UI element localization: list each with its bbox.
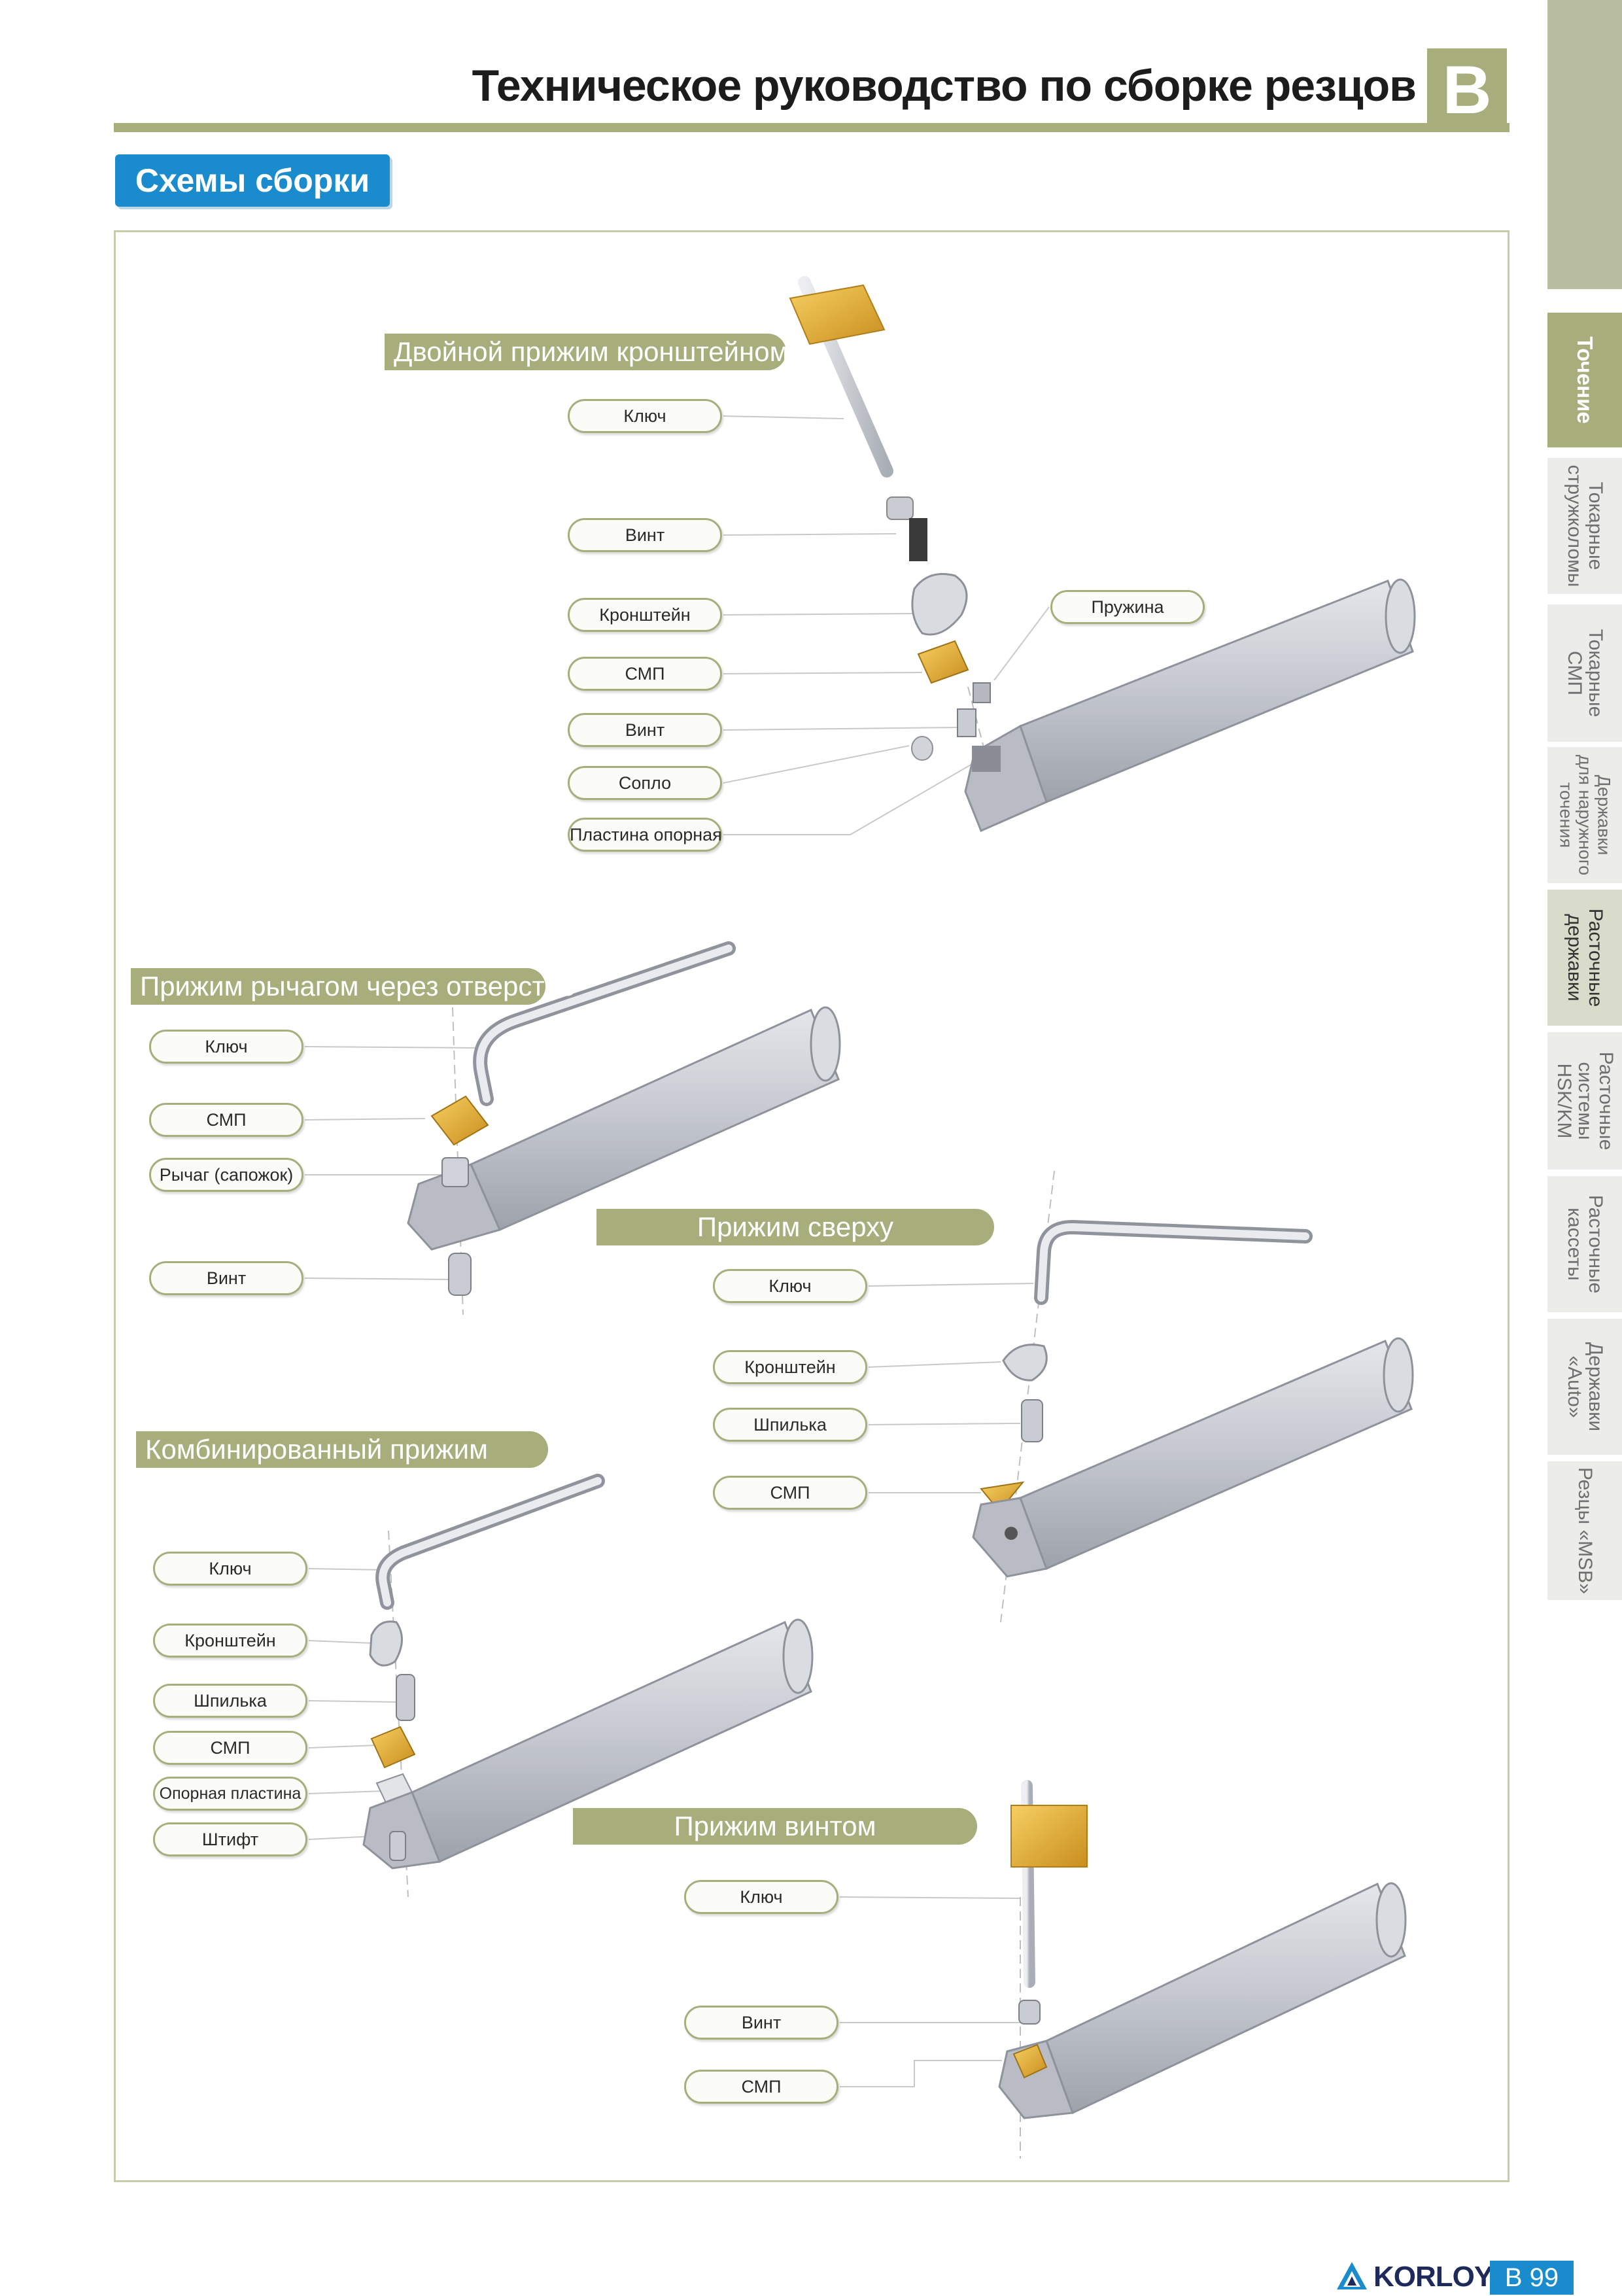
part-label: Шпилька	[713, 1408, 867, 1442]
side-tab-label: Державки «Auto»	[1564, 1342, 1606, 1432]
boring-bar-icon	[998, 1882, 1407, 2119]
part-label: СМП	[153, 1731, 307, 1765]
part-label: Кронштейн	[153, 1624, 307, 1658]
insert-icon	[430, 1095, 489, 1146]
side-tab-msb-tools[interactable]: Резцы «MSB»	[1547, 1461, 1622, 1600]
side-tab-label: Резцы «MSB»	[1574, 1467, 1596, 1594]
leader-lines	[304, 415, 1050, 2087]
part-label: Винт	[568, 518, 722, 552]
part-label: Штифт	[153, 1822, 307, 1856]
group-title-screw-clamp: Прижим винтом	[573, 1808, 977, 1845]
part-label: Кронштейн	[713, 1350, 867, 1384]
part-label: Винт	[149, 1261, 303, 1295]
combined-clamp-assembly	[362, 1474, 814, 1870]
diagram-frame	[114, 230, 1510, 2182]
side-tab-label: Расточные державки	[1564, 908, 1606, 1007]
boring-bar-icon	[407, 1006, 841, 1251]
part-label: СМП	[149, 1103, 303, 1137]
insert-icon	[917, 640, 969, 684]
insert-icon	[1012, 2044, 1048, 2079]
part-label: Рычаг (сапожок)	[149, 1158, 303, 1192]
side-tab-boring-bars[interactable]: Расточные державки	[1547, 890, 1622, 1026]
brand-name: KORLOY	[1373, 2261, 1493, 2293]
part-label: СМП	[684, 2070, 838, 2104]
screw-icon	[1018, 2000, 1041, 2025]
side-tab-cartridges[interactable]: Расточные кассеты	[1547, 1176, 1622, 1312]
part-label: СМП	[568, 657, 722, 691]
group-title-lever-clamp: Прижим рычагом через отверстие	[131, 968, 575, 1005]
part-label: Ключ	[684, 1880, 838, 1914]
insert-icon	[980, 1481, 1025, 1512]
side-tab-external-holders[interactable]: Державки для наружного точения	[1547, 747, 1622, 883]
part-label: Ключ	[568, 399, 722, 433]
top-clamp-assembly	[972, 1219, 1414, 1578]
side-tab-auto-holders[interactable]: Державки «Auto»	[1547, 1319, 1622, 1455]
part-label: Шпилька	[153, 1684, 307, 1718]
side-tab-chipbreakers[interactable]: Токарные стружколомы	[1547, 458, 1622, 594]
part-label: Винт	[568, 713, 722, 747]
section-tag: Схемы сборки	[115, 154, 390, 207]
part-label: Пружина	[1050, 590, 1205, 624]
side-tab-spacer	[1547, 0, 1622, 289]
clamp-icon	[369, 1620, 403, 1667]
t-wrench-icon	[789, 276, 893, 478]
side-tab-inserts[interactable]: Токарные СМП	[1547, 604, 1622, 742]
page-number: B 99	[1490, 2261, 1574, 2295]
side-tab-turning[interactable]: Точение	[1547, 313, 1622, 447]
insert-icon	[370, 1726, 416, 1769]
part-label: Опорная пластина	[153, 1777, 307, 1811]
t-wrench-icon	[1010, 1780, 1088, 1988]
part-label: Ключ	[149, 1030, 303, 1064]
side-tab-label: Точение	[1573, 336, 1597, 424]
part-label: Кронштейн	[568, 598, 722, 632]
group-title-top-clamp: Прижим сверху	[596, 1209, 994, 1245]
boring-bar-icon	[964, 578, 1416, 832]
clamp-icon	[1002, 1344, 1048, 1382]
screw-icon	[448, 1253, 472, 1296]
korloy-logo-icon	[1337, 2262, 1367, 2289]
side-tab-label: Токарные стружколомы	[1564, 464, 1606, 587]
side-tab-label: Расточные кассеты	[1564, 1194, 1606, 1294]
section-letter-badge: B	[1427, 48, 1507, 132]
side-tab-boring-systems[interactable]: Расточные системы HSK/KM	[1547, 1032, 1622, 1170]
part-label: Пластина опорная	[568, 818, 722, 852]
boring-bar-icon	[362, 1618, 814, 1870]
group-title-double-clamp: Двойной прижим кронштейном	[385, 334, 788, 370]
double-clamp-assembly	[789, 276, 1416, 832]
side-tab-label: Токарные СМП	[1564, 629, 1606, 718]
part-label: Ключ	[713, 1269, 867, 1303]
screw-clamp-assembly	[998, 1780, 1407, 2119]
part-label: Ключ	[153, 1552, 307, 1586]
group-title-combined-clamp: Комбинированный прижим	[136, 1431, 548, 1468]
page-title: Техническое руководство по сборке резцов	[472, 61, 1417, 111]
part-label: СМП	[713, 1476, 867, 1510]
side-tab-label: Расточные системы HSK/KM	[1553, 1051, 1617, 1151]
brand-logo: KORLOY	[1334, 2258, 1493, 2296]
hex-key-icon	[375, 1474, 605, 1610]
clamp-icon	[911, 573, 968, 636]
side-tab-label: Державки для наружного точения	[1556, 754, 1614, 876]
part-label: Винт	[684, 2006, 838, 2040]
screw-icon	[886, 496, 927, 561]
part-label: Сопло	[568, 766, 722, 800]
title-rule	[114, 123, 1510, 132]
lever-clamp-assembly	[407, 941, 841, 1296]
boring-bar-icon	[972, 1337, 1414, 1578]
